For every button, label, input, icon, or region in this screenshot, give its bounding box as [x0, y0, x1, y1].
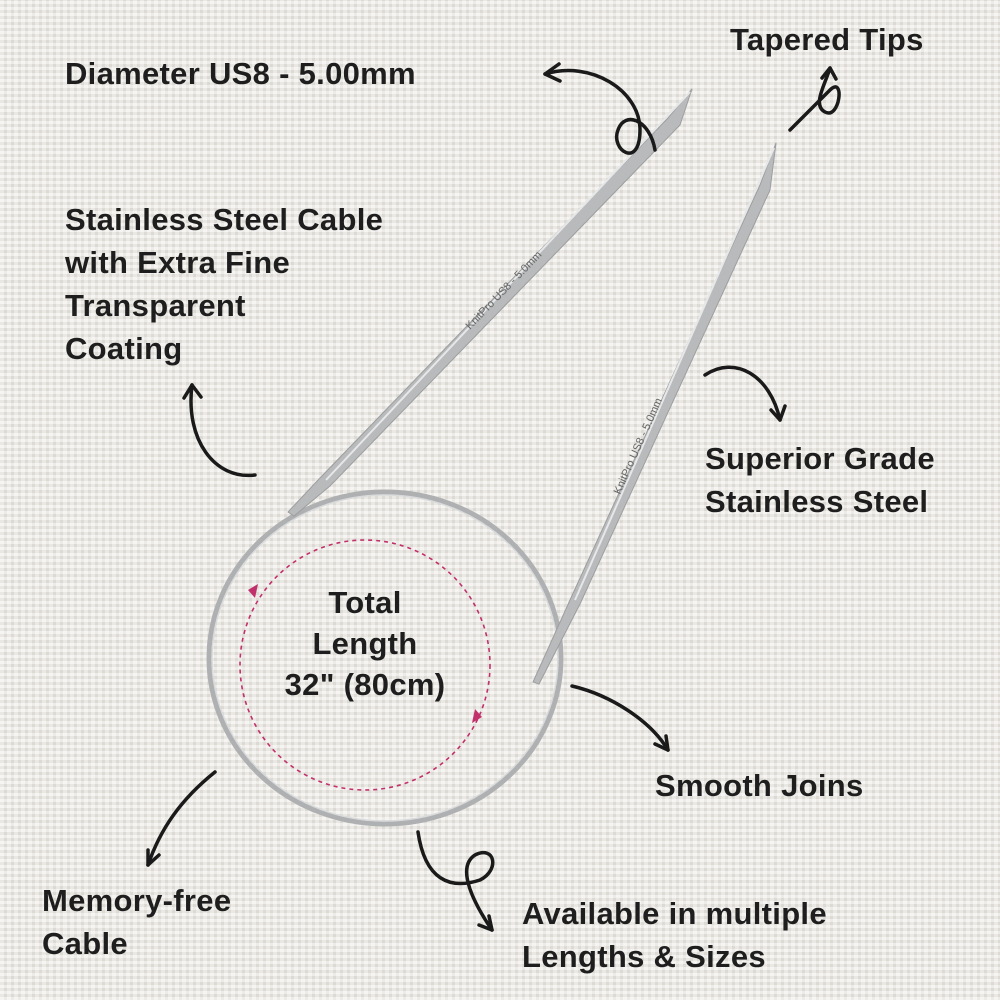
available-line: Lengths & Sizes [522, 939, 766, 974]
arrow-icon [146, 770, 217, 867]
cable-label-line: with Extra Fine [65, 245, 290, 280]
cable-label: Stainless Steel Cable with Extra Fine Tr… [65, 198, 383, 370]
memory-free-line: Memory-free [42, 883, 232, 918]
cable-label-line: Coating [65, 331, 183, 366]
cable [206, 489, 564, 827]
total-length-line: Total [328, 585, 402, 620]
length-indicator [239, 539, 491, 791]
annotation-arrows [146, 62, 841, 932]
total-length-label: Total Length 32" (80cm) [245, 582, 485, 705]
needle-engraving: KnitPro US8 - 5.0mm [464, 249, 545, 332]
needle-engraving: KnitPro US8 - 5.0mm [612, 396, 665, 496]
arrow-icon [703, 365, 782, 422]
smooth-joins-label: Smooth Joins [655, 768, 864, 803]
total-length-line: Length [312, 626, 418, 661]
available-line: Available in multiple [522, 896, 827, 931]
arrow-icon [570, 684, 670, 752]
arrow-icon [189, 383, 257, 478]
diameter-label: Diameter US8 - 5.00mm [65, 56, 416, 91]
available-label: Available in multiple Lengths & Sizes [522, 892, 827, 978]
arrow-icon [543, 68, 657, 155]
steel-label-line: Stainless Steel [705, 484, 929, 519]
cable-label-line: Transparent [65, 288, 246, 323]
arrow-icon [416, 830, 495, 932]
steel-label: Superior Grade Stainless Steel [705, 437, 935, 523]
arrowhead-icon [472, 709, 482, 723]
memory-free-line: Cable [42, 926, 128, 961]
memory-free-label: Memory-free Cable [42, 879, 231, 965]
arrowhead-icon [248, 584, 258, 598]
arrow-icon [788, 66, 841, 132]
steel-label-line: Superior Grade [705, 441, 935, 476]
total-length-line: 32" (80cm) [284, 667, 446, 702]
cable-label-line: Stainless Steel Cable [65, 202, 384, 237]
tapered-tips-label: Tapered Tips [730, 22, 924, 57]
